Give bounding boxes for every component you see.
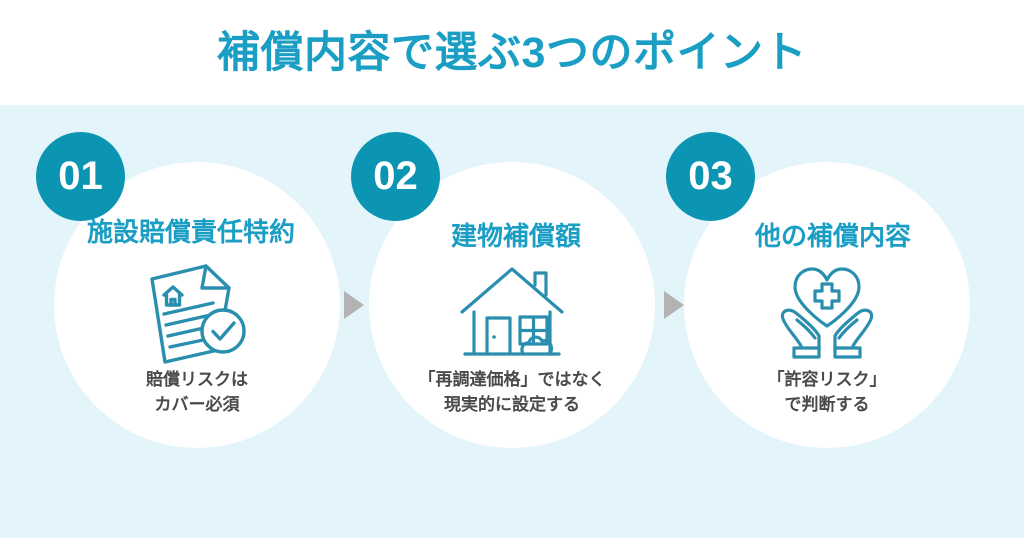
step-number: 03 [688,153,733,198]
card-caption-1: 賠償リスクは カバー必須 [146,370,248,414]
card-icon-1-wrap [54,262,340,366]
step-number: 01 [58,153,103,198]
house-icon [460,267,564,356]
arrow-right-icon-1 [344,291,364,319]
card-caption-3: 「許容リスク」 で判断する [767,370,887,414]
step-badge-3: 03 [666,132,755,221]
point-card-2: 02 建物補償額 [351,132,655,448]
card-icon-3-wrap [684,262,970,362]
page-title: 補償内容で選ぶ3つのポイント [217,29,807,77]
hands-heart-cross-icon [780,267,874,359]
card-icon-2-wrap [369,262,655,362]
card-heading-3: 他の補償内容 [754,221,911,251]
card-heading-2: 建物補償額 [450,221,581,251]
point-card-3: 03 他の補償内容 [666,132,970,448]
arrow-right-icon-2 [664,291,684,319]
header: 補償内容で選ぶ3つのポイント [0,0,1024,105]
document-check-icon [150,264,246,364]
step-badge-1: 01 [36,132,125,221]
point-card-1: 01 施設賠償責任特約 [36,132,340,448]
step-badge-2: 02 [351,132,440,221]
card-heading-1: 施設賠償責任特約 [86,217,295,247]
step-number: 02 [373,153,418,198]
card-caption-2: 「再調達価格」ではなく 現実的に設定する [418,370,606,414]
